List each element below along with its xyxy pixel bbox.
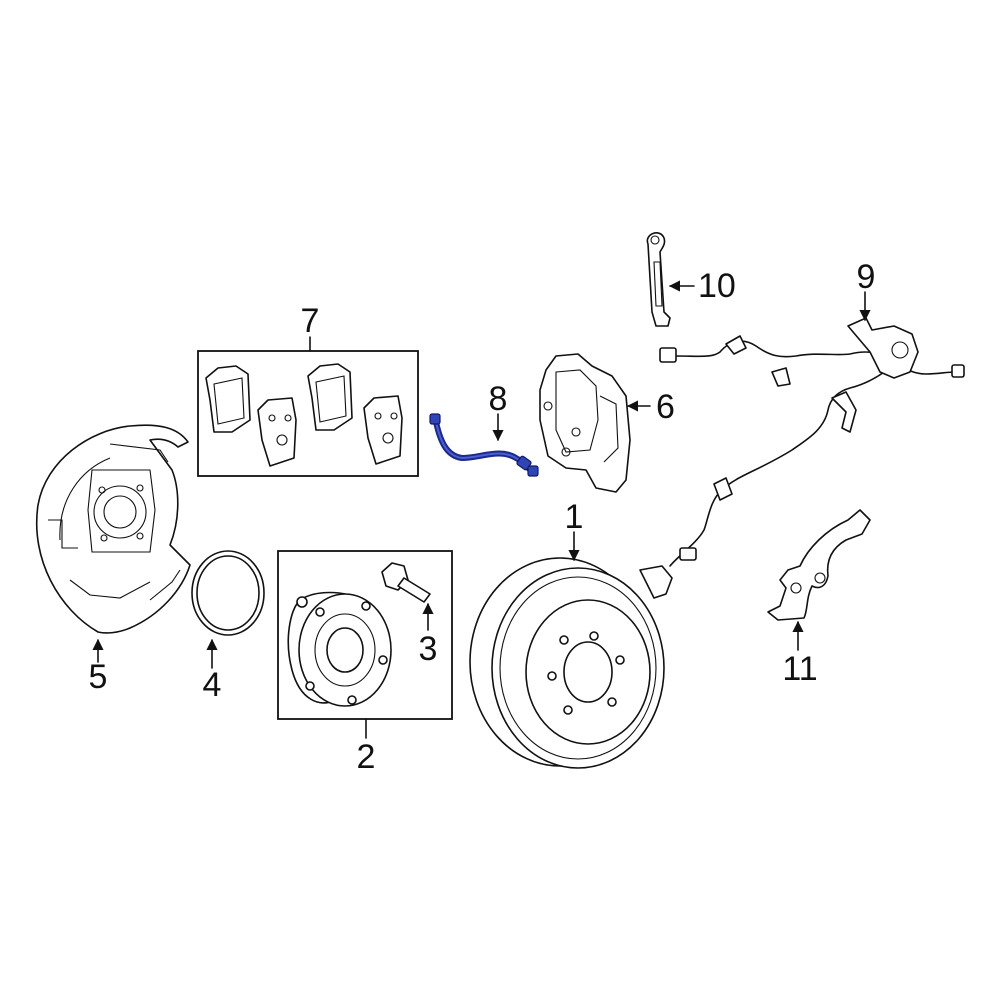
callout-1: 1 [565,498,584,536]
sensor-bracket-part[interactable] [767,509,871,621]
hub-bolt-part[interactable] [381,562,431,603]
callout-11: 11 [782,650,817,688]
callout-7: 7 [301,302,320,340]
callout-8: 8 [489,380,508,418]
brake-caliper-part[interactable] [539,353,631,493]
brake-pad-kit-box [197,350,419,477]
hub-bearing-part[interactable] [287,591,392,707]
callout-2: 2 [357,738,376,776]
callout-10: 10 [698,267,736,305]
callout-5: 5 [89,658,108,696]
hose-fitting-upper [429,413,441,425]
brake-pads-part[interactable] [205,363,403,467]
brake-rotor-part[interactable] [469,557,665,769]
brake-hose-part[interactable] [429,413,539,477]
callout-4: 4 [203,666,222,704]
sensor-clip-part[interactable] [646,232,671,327]
callout-9: 9 [857,258,876,296]
callout-6: 6 [656,388,675,426]
hub-kit-box [277,550,453,720]
o-ring-part[interactable] [191,550,265,636]
dust-shield-part[interactable] [36,424,191,634]
callout-3: 3 [419,630,438,668]
abs-sensor-harness-part[interactable] [639,317,965,599]
hose-banjo-bolt [527,465,539,477]
